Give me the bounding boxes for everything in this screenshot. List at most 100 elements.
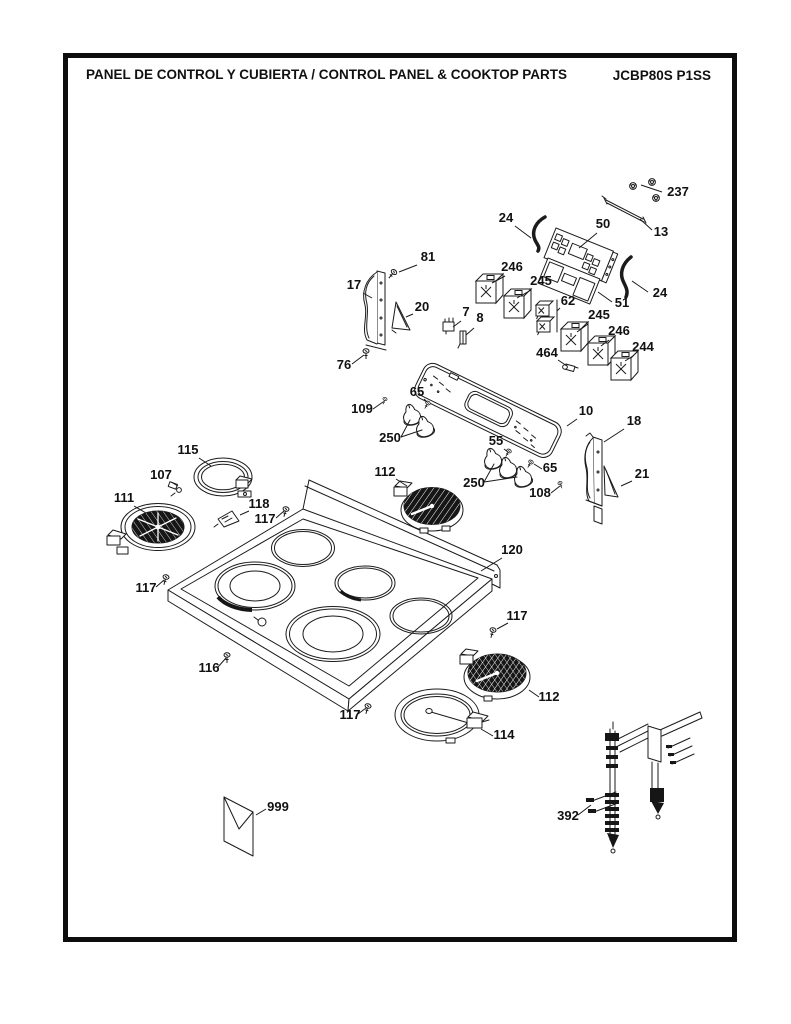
part-label-10: 10	[579, 403, 593, 418]
part-label-108: 108	[529, 485, 551, 500]
leader-line-464	[557, 359, 568, 367]
part-label-250: 250	[463, 475, 485, 490]
part-label-114: 114	[494, 727, 516, 742]
model-number: JCBP80S P1SS	[613, 68, 711, 83]
control-panel-10	[414, 362, 562, 458]
leader-line-120	[480, 557, 503, 572]
part-label-116: 116	[199, 660, 220, 675]
leader-line-10	[566, 418, 578, 427]
literature-envelope-999	[223, 796, 254, 857]
infinite-switch-244	[610, 350, 639, 381]
part-label-120: 120	[501, 542, 523, 557]
part-label-65: 65	[410, 384, 424, 399]
leader-line-21	[620, 480, 633, 487]
leader-line-246	[491, 275, 506, 284]
leader-line-65	[533, 463, 543, 470]
part-label-392: 392	[557, 808, 579, 823]
part-label-112: 112	[375, 464, 396, 479]
part-label-115: 115	[178, 442, 199, 457]
part-label-8: 8	[476, 310, 483, 325]
part-label-237: 237	[667, 184, 689, 199]
part-label-24: 24	[653, 285, 668, 300]
glass-cooktop-120	[167, 479, 501, 712]
infinite-switch-245-a	[503, 288, 532, 319]
leader-line-245	[576, 323, 589, 333]
part-label-24: 24	[499, 210, 514, 225]
part-label-246: 246	[501, 259, 523, 274]
part-label-62: 62	[561, 293, 575, 308]
leader-line-112	[395, 478, 408, 487]
wiring-harness-392	[586, 711, 703, 854]
leader-line-117	[155, 579, 165, 588]
part-label-7: 7	[462, 304, 469, 319]
leader-line-107	[170, 481, 179, 487]
leader-line-55	[503, 448, 509, 453]
leader-line-51	[597, 291, 613, 303]
mount-strap-24-right	[619, 255, 633, 299]
part-label-118: 118	[249, 496, 270, 511]
part-label-244: 244	[632, 339, 654, 354]
leader-line-24	[514, 225, 532, 239]
part-label-109: 109	[351, 401, 373, 416]
part-label-111: 111	[114, 490, 134, 505]
leader-line-117	[357, 707, 367, 715]
leader-line-118	[239, 510, 250, 516]
leader-line-112	[528, 689, 540, 698]
leader-line-108	[550, 485, 561, 494]
leader-line-117	[275, 510, 285, 519]
leader-line-18	[603, 428, 625, 443]
leader-line-20	[405, 313, 414, 318]
leader-line-244	[624, 355, 634, 362]
end-cap-18	[584, 432, 603, 525]
part-label-65: 65	[543, 460, 557, 475]
part-label-13: 13	[654, 224, 668, 239]
part-label-117: 117	[136, 580, 157, 595]
part-label-117: 117	[255, 511, 276, 526]
part-label-20: 20	[415, 299, 429, 314]
leader-line-76	[351, 354, 365, 365]
leader-line-81	[398, 264, 418, 273]
infinite-switch-246-a	[475, 273, 504, 304]
leader-line-62	[556, 307, 561, 312]
part-label-18: 18	[627, 413, 641, 428]
mount-strap-24-left	[531, 215, 547, 253]
part-label-55: 55	[489, 433, 503, 448]
clip-107	[167, 481, 182, 497]
leader-line-13	[639, 218, 653, 231]
part-label-464: 464	[536, 345, 558, 360]
leader-line-109	[372, 401, 384, 410]
part-label-245: 245	[530, 273, 552, 288]
rod-part-13	[601, 195, 647, 224]
leader-line-392	[577, 804, 592, 816]
leader-line-7	[452, 320, 462, 328]
leader-line-116	[217, 657, 227, 668]
support-bracket-21	[603, 465, 619, 498]
part-label-117: 117	[340, 707, 361, 722]
part-label-50: 50	[596, 216, 610, 231]
drawing-layer	[106, 178, 703, 857]
leader-line-117	[496, 622, 509, 630]
part-label-81: 81	[421, 249, 435, 264]
leader-line-111	[133, 505, 147, 514]
leader-line-8	[465, 327, 475, 336]
ring-element-114	[394, 688, 490, 744]
radiant-element-112-bottom	[459, 648, 531, 702]
radiant-element-111	[106, 503, 196, 555]
leader-line-246	[600, 339, 610, 347]
leader-line-17	[362, 292, 373, 299]
leader-line-65	[423, 398, 428, 403]
part-label-21: 21	[635, 466, 649, 481]
part-label-246: 246	[608, 323, 630, 338]
part-label-17: 17	[347, 277, 361, 292]
small-part-8	[457, 330, 467, 349]
radiant-element-112-top	[393, 480, 464, 534]
part-label-51: 51	[615, 295, 629, 310]
board-bracket-51	[537, 257, 601, 305]
knob-group-leaders	[400, 419, 518, 483]
part-label-107: 107	[150, 467, 172, 482]
page-title: PANEL DE CONTROL Y CUBIERTA / CONTROL PA…	[86, 67, 567, 82]
part-label-250: 250	[379, 430, 401, 445]
